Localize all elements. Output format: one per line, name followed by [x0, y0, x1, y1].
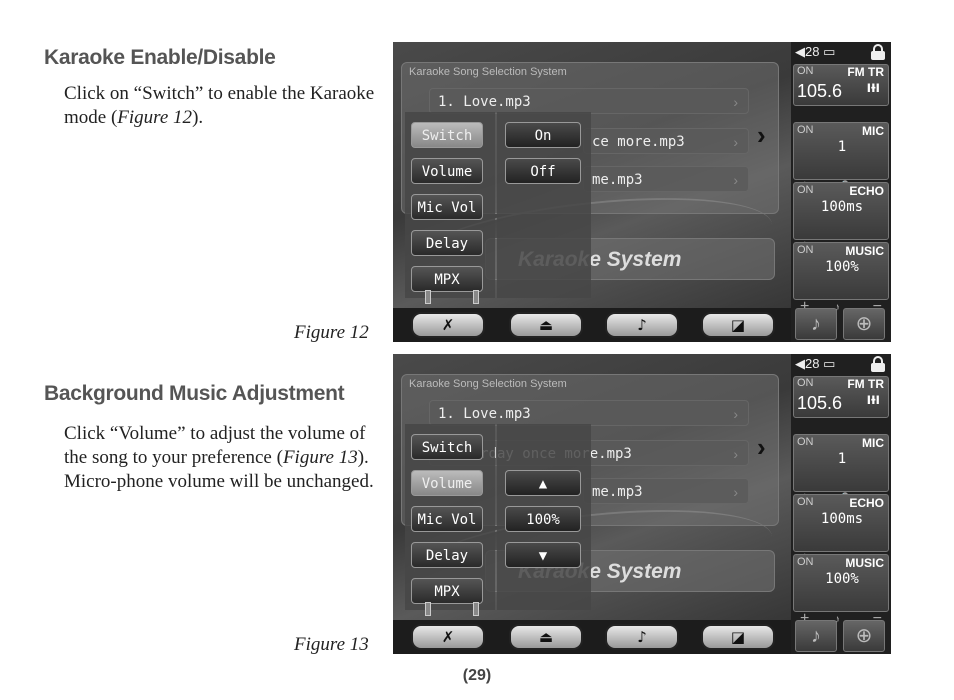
music-note-icon: ♪	[637, 316, 647, 334]
mpx-button[interactable]: MPX	[411, 266, 483, 292]
section-heading-karaoke-enable: Karaoke Enable/Disable	[44, 46, 276, 69]
fm-transmitter-panel[interactable]: ON FM TR 105.6 ıᵻı	[793, 64, 889, 106]
karaoke-mic-button[interactable]: ✗	[411, 312, 485, 338]
volume-button[interactable]: Volume	[411, 470, 483, 496]
music-note-icon: ♪	[834, 612, 840, 626]
music-mode-button[interactable]: ♪	[795, 308, 837, 340]
song-item[interactable]: 1. Love.mp3›	[429, 88, 749, 114]
chevron-right-icon: ›	[733, 484, 738, 500]
volume-status: ◀28 ▭	[795, 356, 836, 371]
antenna-icon: ıᵻı	[866, 391, 880, 408]
on-button[interactable]: On	[505, 122, 581, 148]
karaoke-mic-button[interactable]: ✗	[411, 624, 485, 650]
off-button[interactable]: Off	[505, 158, 581, 184]
search-icon: ⊕	[855, 625, 873, 647]
volume-down-button[interactable]: ▼	[505, 542, 581, 568]
volume-up-button[interactable]: ▲	[505, 470, 581, 496]
minus-icon[interactable]: −	[872, 610, 882, 627]
music-note-icon: ♪	[811, 313, 821, 335]
music-note-icon: ♪	[637, 628, 647, 646]
echo-value: 100ms	[820, 511, 864, 527]
plus-icon[interactable]: +	[800, 610, 810, 627]
exit-icon: ◪	[730, 628, 746, 646]
chevron-right-icon: ›	[733, 172, 738, 188]
song-item[interactable]: me.mp3›	[583, 478, 749, 504]
minus-icon[interactable]: −	[872, 298, 882, 315]
fm-transmitter-panel[interactable]: ON FM TR 105.6 ıᵻı	[793, 376, 889, 418]
page-number: (29)	[462, 667, 492, 684]
search-button[interactable]: ⊕	[843, 620, 885, 652]
music-value: 100%	[825, 571, 859, 587]
system-title: Karaoke Song Selection System	[409, 66, 567, 78]
mic-value: 1	[837, 451, 847, 467]
figure-reference: Figure 12	[117, 107, 193, 128]
chevron-right-icon: ›	[733, 446, 738, 462]
delay-button[interactable]: Delay	[411, 542, 483, 568]
mic-off-icon: ✗	[441, 316, 455, 334]
song-item[interactable]: me.mp3›	[583, 166, 749, 192]
fm-frequency: 105.6	[797, 393, 843, 413]
mpx-button[interactable]: MPX	[411, 578, 483, 604]
exit-button[interactable]: ◪	[701, 624, 775, 650]
echo-value: 100ms	[820, 199, 864, 215]
next-page-icon[interactable]: ›	[757, 432, 766, 462]
chevron-right-icon: ›	[733, 94, 738, 110]
section-heading-background-music: Background Music Adjustment	[44, 382, 345, 405]
exit-button[interactable]: ◪	[701, 312, 775, 338]
figure-reference: Figure 13	[282, 447, 358, 468]
karaoke-screen-figure-13: Karaoke Song Selection System 1. Love.mp…	[393, 354, 891, 654]
record-button[interactable]: ⏏	[509, 312, 583, 338]
mic-value: 1	[837, 139, 847, 155]
section-paragraph-karaoke-enable: Click on “Switch” to enable the Karaoke …	[64, 83, 375, 128]
karaoke-screen-figure-12: Karaoke Song Selection System 1. Love.mp…	[393, 42, 891, 342]
menu-stand	[415, 290, 495, 304]
mic-vol-button[interactable]: Mic Vol	[411, 194, 483, 220]
bottom-toolbar: ✗ ⏏ ♪ ◪	[393, 308, 791, 342]
music-note-icon: ♪	[834, 300, 840, 314]
music-note-icon: ♪	[811, 625, 821, 647]
figure-caption: Figure 12	[294, 322, 369, 343]
music-mode-button[interactable]: ♪	[795, 620, 837, 652]
exit-icon: ◪	[730, 316, 746, 334]
next-page-icon[interactable]: ›	[757, 120, 766, 150]
song-item[interactable]: ce more.mp3›	[583, 128, 749, 154]
record-icon: ⏏	[538, 628, 554, 646]
delay-button[interactable]: Delay	[411, 230, 483, 256]
search-icon: ⊕	[855, 313, 873, 335]
bottom-toolbar: ✗ ⏏ ♪ ◪	[393, 620, 791, 654]
mic-off-icon: ✗	[441, 628, 455, 646]
fm-frequency: 105.6	[797, 81, 843, 101]
lock-icon[interactable]	[871, 356, 885, 372]
volume-button[interactable]: Volume	[411, 158, 483, 184]
section-paragraph-background-music: Click “Volume” to adjust the volume of t…	[64, 423, 374, 492]
search-button[interactable]: ⊕	[843, 308, 885, 340]
lock-icon[interactable]	[871, 44, 885, 60]
plus-icon[interactable]: +	[800, 298, 810, 315]
volume-value: 100%	[505, 506, 581, 532]
mic-vol-button[interactable]: Mic Vol	[411, 506, 483, 532]
music-button[interactable]: ♪	[605, 624, 679, 650]
figure-caption: Figure 13	[294, 634, 369, 655]
antenna-icon: ıᵻı	[866, 79, 880, 96]
volume-status: ◀28 ▭	[795, 44, 836, 59]
menu-stand	[415, 602, 495, 616]
chevron-right-icon: ›	[733, 134, 738, 150]
switch-button[interactable]: Switch	[411, 434, 483, 460]
chevron-right-icon: ›	[733, 406, 738, 422]
record-icon: ⏏	[538, 316, 554, 334]
record-button[interactable]: ⏏	[509, 624, 583, 650]
switch-button[interactable]: Switch	[411, 122, 483, 148]
music-button[interactable]: ♪	[605, 312, 679, 338]
system-title: Karaoke Song Selection System	[409, 378, 567, 390]
music-value: 100%	[825, 259, 859, 275]
song-item[interactable]: 1. Love.mp3›	[429, 400, 749, 426]
